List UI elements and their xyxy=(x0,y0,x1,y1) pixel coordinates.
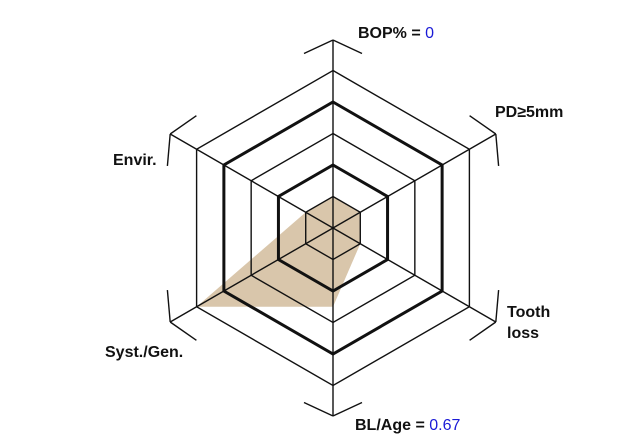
axis-label-pd: PD≥5mm xyxy=(495,104,564,121)
axis-end-bracket-4-0 xyxy=(166,290,171,323)
bop-label: BOP% = xyxy=(358,25,426,42)
axis-end-bracket-5-1 xyxy=(166,133,171,166)
axis-label-bl-age: BL/Age = 0.67 xyxy=(355,415,460,436)
axis-end-bracket-1-1 xyxy=(469,115,497,135)
axis-end-bracket-1-0 xyxy=(495,133,500,166)
axis-line-2 xyxy=(332,227,497,323)
axis-line-1 xyxy=(332,133,497,229)
axis-end-bracket-2-0 xyxy=(469,321,497,341)
bop-value: 0 xyxy=(425,25,435,42)
bl-age-value: 0.67 xyxy=(429,417,461,434)
axis-end-bracket-2-1 xyxy=(495,290,500,323)
axis-label-bop: BOP% = 0 xyxy=(358,23,434,44)
axis-end-bracket-3-0 xyxy=(303,401,334,417)
axis-label-tooth-loss: Tooth loss xyxy=(507,302,550,344)
axis-end-bracket-0-1 xyxy=(303,39,334,55)
axis-end-bracket-5-0 xyxy=(169,115,197,135)
tooth-loss-line1: Tooth xyxy=(507,304,551,321)
axis-line-5 xyxy=(169,133,334,229)
axis-end-bracket-4-1 xyxy=(169,321,197,341)
axis-end-bracket-3-1 xyxy=(332,401,363,417)
axis-end-bracket-0-0 xyxy=(332,39,363,55)
axis-line-4 xyxy=(169,227,334,323)
axis-label-syst-gen: Syst./Gen. xyxy=(105,344,184,361)
axis-label-envir: Envir. xyxy=(113,152,157,169)
tooth-loss-line2: loss xyxy=(507,325,540,342)
bl-age-label: BL/Age = xyxy=(355,417,430,434)
